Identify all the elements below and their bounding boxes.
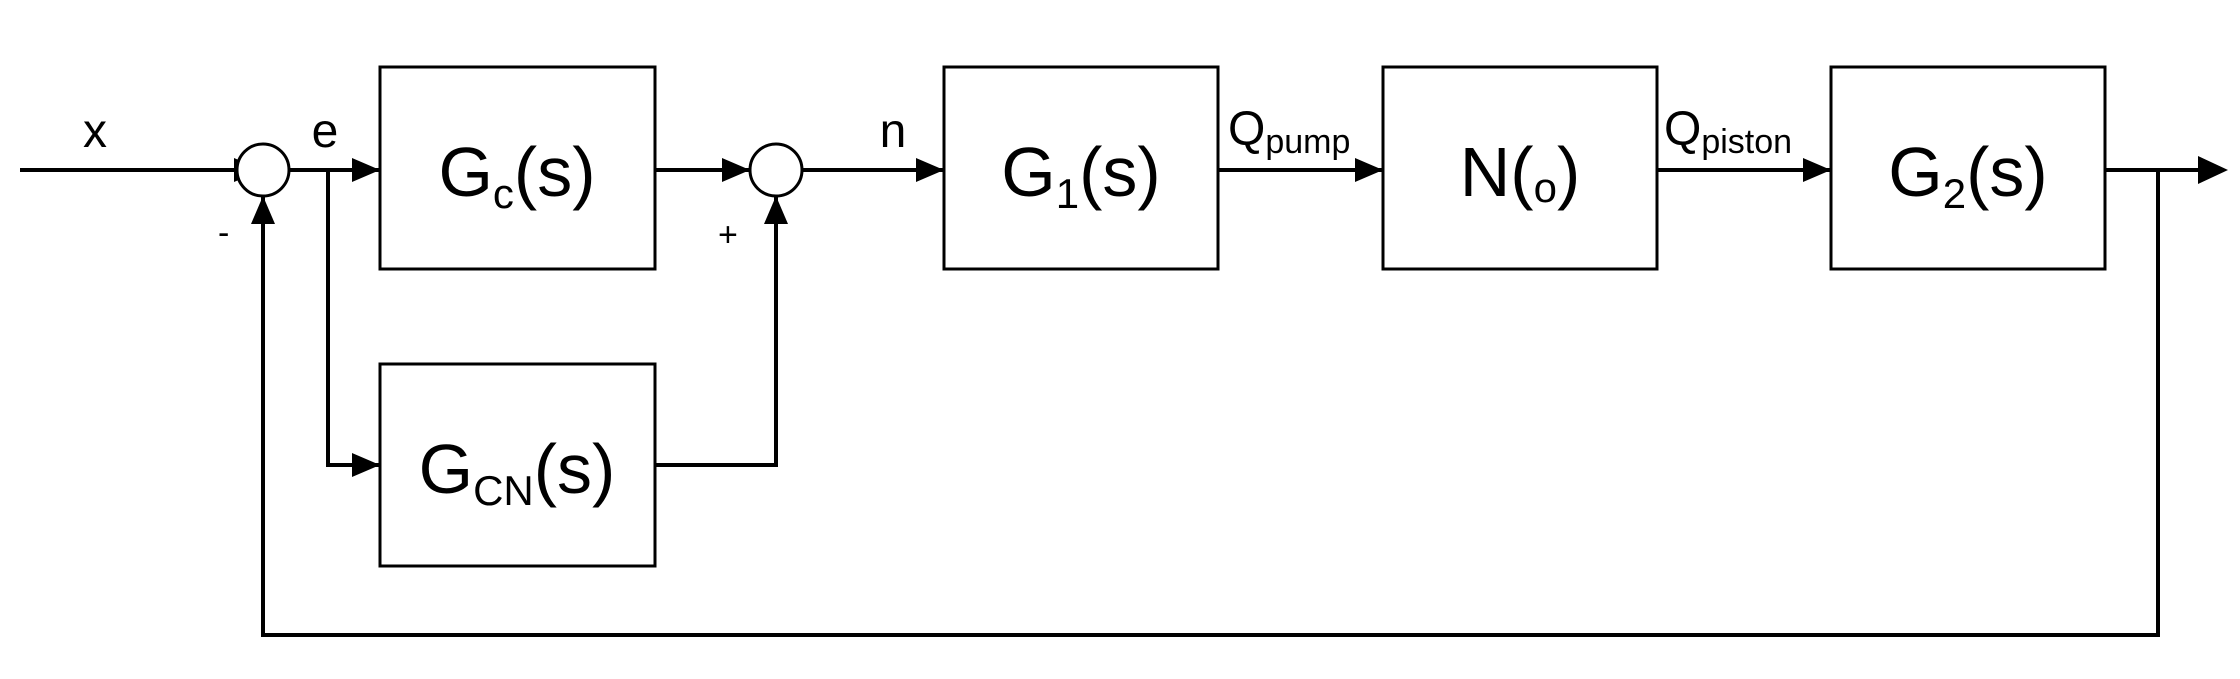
- g1-label-args: (s): [1079, 133, 1161, 211]
- summing-junction-1: [235, 142, 291, 198]
- g2-label: G2(s): [1888, 133, 2047, 217]
- qpiston-main: Q: [1664, 103, 1701, 156]
- feedback-arrowhead: [251, 196, 275, 224]
- signal-qpump-label: Qpump: [1228, 103, 1350, 161]
- g1-label: G1(s): [1001, 133, 1160, 217]
- signal-e-label: e: [312, 105, 339, 158]
- sum2-bottom-arrowhead: [764, 196, 788, 224]
- g1-label-main: G: [1001, 133, 1055, 211]
- n-block: [1381, 65, 1659, 271]
- gc-block: [378, 65, 657, 271]
- n-label-sub: o: [1534, 164, 1557, 211]
- gc-label-sub: c: [493, 170, 514, 217]
- signal-x-label: x: [83, 105, 107, 158]
- gcn-output-wire: [655, 196, 778, 467]
- gcn-label-args: (s): [534, 430, 616, 508]
- g1-input-arrowhead: [916, 158, 944, 182]
- gcn-label: GCN(s): [419, 430, 616, 514]
- gc-label-main: G: [438, 133, 492, 211]
- n-label: N(o): [1460, 133, 1581, 211]
- feedforward-sign: +: [718, 216, 738, 254]
- summing-junction-2: [748, 142, 804, 198]
- error-branch-wire: [326, 170, 380, 467]
- g1-block: [942, 65, 1220, 271]
- output-arrowhead: [2198, 156, 2228, 184]
- n-input-arrowhead: [1355, 158, 1383, 182]
- feedback-sign: -: [218, 214, 229, 252]
- g2-input-arrowhead: [1803, 158, 1831, 182]
- sum2-input-arrowhead: [722, 158, 750, 182]
- n-label-close: ): [1557, 133, 1580, 211]
- feedback-wire: [261, 170, 2160, 637]
- g1-label-sub: 1: [1056, 170, 1079, 217]
- qpump-sub: pump: [1265, 123, 1350, 161]
- gc-label-args: (s): [514, 133, 596, 211]
- gc-label: Gc(s): [438, 133, 595, 217]
- gcn-label-main: G: [419, 430, 473, 508]
- n-label-main: N(: [1460, 133, 1534, 211]
- qpiston-sub: piston: [1701, 123, 1792, 161]
- signal-n-label: n: [880, 105, 907, 158]
- qpump-main: Q: [1228, 103, 1265, 156]
- g2-label-args: (s): [1966, 133, 2048, 211]
- g2-block: [1829, 65, 2107, 271]
- gc-input-arrowhead: [352, 158, 380, 182]
- g2-label-sub: 2: [1943, 170, 1966, 217]
- signal-qpiston-label: Qpiston: [1664, 103, 1792, 161]
- gcn-input-arrowhead: [352, 453, 380, 477]
- g2-label-main: G: [1888, 133, 1942, 211]
- gcn-label-sub: CN: [473, 467, 534, 514]
- gcn-block: [378, 362, 657, 568]
